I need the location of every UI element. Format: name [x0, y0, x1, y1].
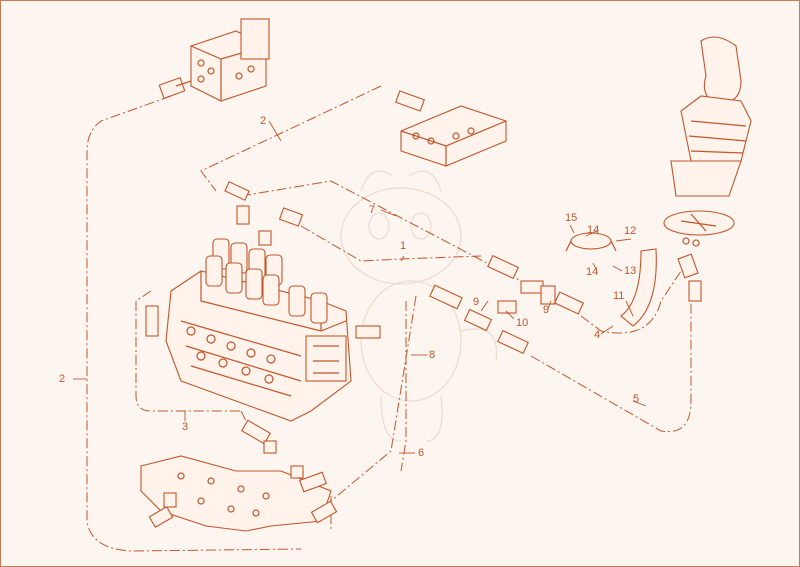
hose-fitting — [620, 248, 702, 327]
hose-2-route — [86, 95, 302, 552]
callout-6: 6 — [418, 447, 425, 459]
control-valve-block — [165, 238, 352, 422]
valve-ports — [186, 326, 276, 384]
callout-14-upper: 14 — [587, 224, 600, 236]
callout-1: 1 — [400, 240, 407, 252]
hose-2b-route — [200, 85, 382, 192]
mounting-bracket — [140, 455, 332, 532]
callout-9-left: 9 — [473, 296, 480, 308]
callout-leaders — [73, 120, 647, 454]
callout-10: 10 — [516, 317, 529, 329]
callout-15: 15 — [565, 212, 578, 224]
hose-1-route — [300, 225, 482, 262]
clamp-icon — [565, 232, 617, 252]
callout-14-lower: 14 — [586, 266, 599, 278]
hose-fitting — [158, 76, 192, 100]
callout-8: 8 — [429, 349, 436, 361]
distributor-block — [400, 105, 507, 167]
hose-fitting — [145, 181, 381, 454]
hose-fitting — [395, 90, 425, 112]
callout-4: 4 — [594, 329, 601, 341]
callout-5: 5 — [633, 393, 640, 405]
hose-4-route — [580, 270, 682, 334]
manifold-block — [190, 18, 270, 102]
callout-12: 12 — [624, 225, 637, 237]
hose-3-route — [135, 290, 241, 412]
valve-solenoids — [205, 238, 328, 324]
hose-6-route — [330, 295, 417, 502]
hose-routes — [86, 85, 692, 552]
callout-7: 7 — [369, 204, 376, 216]
callout-2-left: 2 — [59, 373, 66, 385]
callout-13: 13 — [624, 265, 637, 277]
hose-fitting — [148, 465, 338, 528]
watermark-mascot-icon — [340, 170, 498, 442]
hose-7-route — [240, 180, 522, 282]
hose-8-route — [400, 301, 407, 472]
hose-fitting — [429, 254, 585, 355]
callout-11: 11 — [613, 290, 625, 302]
joystick-icon — [663, 36, 752, 247]
callout-9-right: 9 — [543, 304, 550, 316]
hose-5-route — [530, 286, 692, 433]
callout-2-top: 2 — [260, 115, 267, 127]
callout-3: 3 — [182, 421, 189, 433]
